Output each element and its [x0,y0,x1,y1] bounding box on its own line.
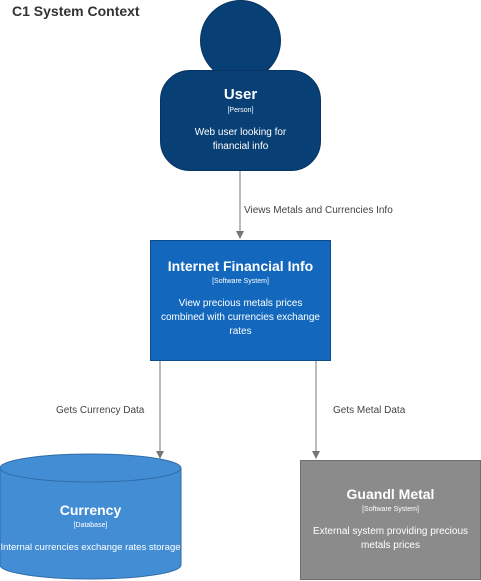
system-tag: [Software System] [212,278,269,285]
user-person-node[interactable]: User [Person] Web user looking for finan… [160,70,321,171]
database-cylinder [0,453,182,580]
user-name: User [223,86,258,103]
edge-label-user-to-system: Views Metals and Currencies Info [244,205,393,216]
system-name: Internet Financial Info [167,258,314,274]
user-tag: [Person] [227,107,254,114]
metal-tag: [Software System] [362,506,419,513]
user-description: Web user looking for financial info [194,127,287,152]
diagram-title: C1 System Context [12,3,140,19]
currency-tag: [Database] [73,522,108,529]
edge-label-system-to-metal: Gets Metal Data [333,405,406,416]
metal-name: Guandl Metal [346,486,435,502]
currency-database-node[interactable]: Currency [Database] Internal currencies … [0,480,181,555]
system-node[interactable]: Internet Financial Info [Software System… [150,240,331,361]
currency-name: Currency [59,502,122,518]
system-description: View precious metals prices combined wit… [161,298,320,337]
currency-description: Internal currencies exchange rates stora… [0,542,181,553]
edge-label-system-to-currency: Gets Currency Data [56,405,145,416]
metal-description: External system providing precious metal… [312,526,469,551]
external-system-node[interactable]: Guandl Metal [Software System] External … [300,460,481,580]
person-head [200,0,281,81]
